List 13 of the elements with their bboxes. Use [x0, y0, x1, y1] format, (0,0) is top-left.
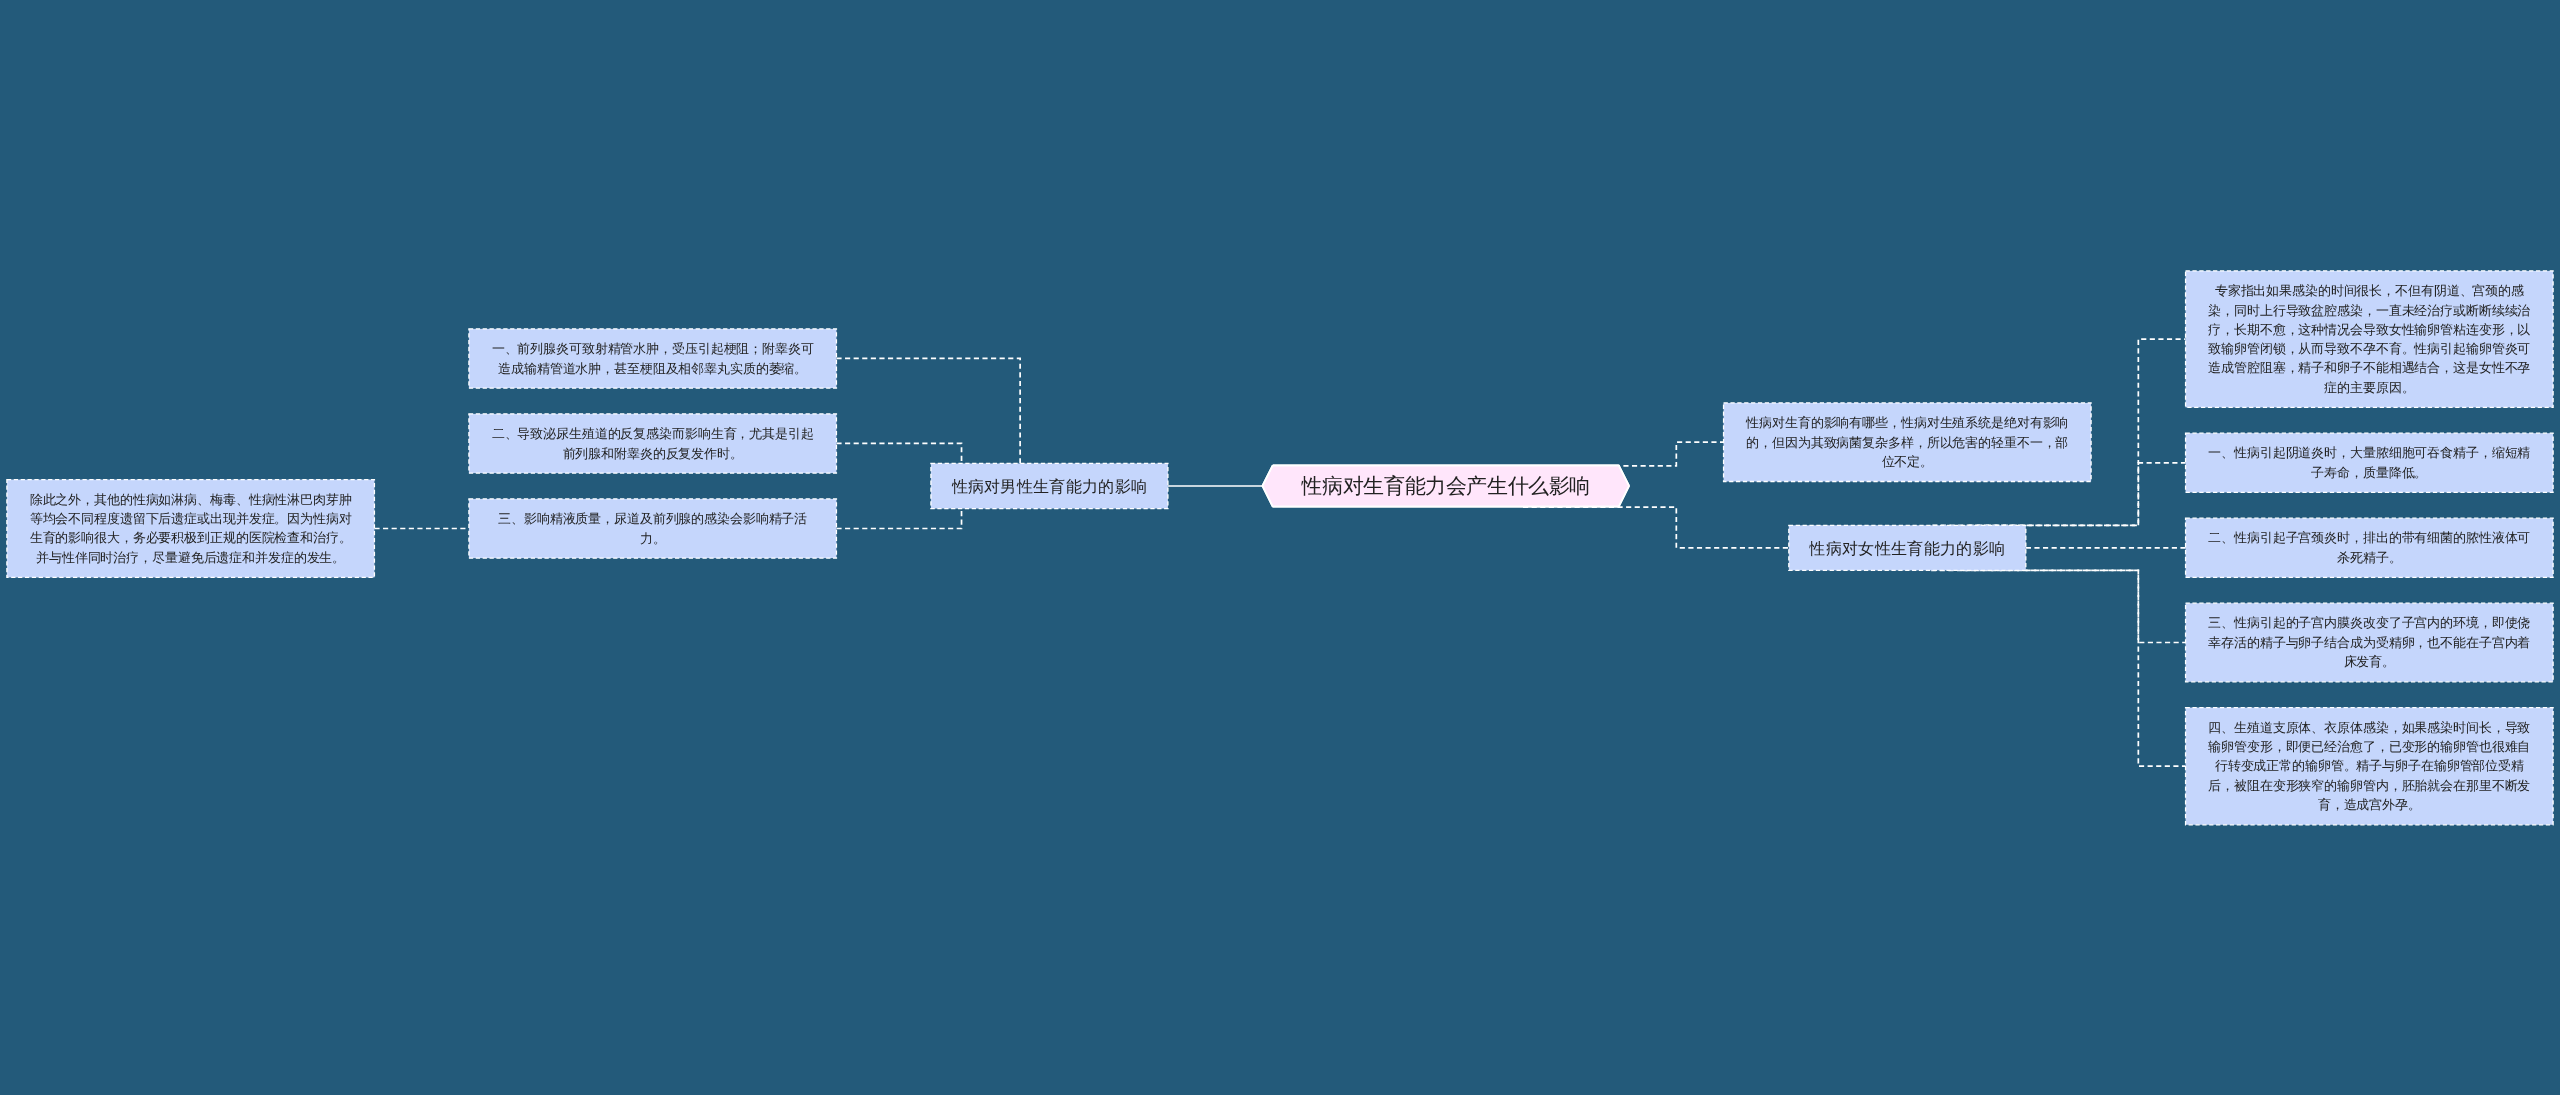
- node-box: 四、生殖道支原体、衣原体感染，如果感染时间长，导致输卵管变形，即便已经治愈了，已变形的输卵管也很难自行转变成正常的输卵管。精子与卵子在输卵管部位受精后，被阻在变形狭窄的输卵管内，胚胎就会在那里不断发育，造成宫外孕。: [2184, 706, 2554, 826]
- node-box: 专家指出如果感染的时间很长，不但有阴道、宫颈的感染，同时上行导致盆腔感染，一直未经治疗或断断续续治疗，长期不愈，这种情况会导致女性输卵管粘连变形，以致输卵管闭锁，从而导致不孕不育。性病引起输卵管炎可造成管腔阻塞，精子和卵子不能相遇结合，这是女性不孕症的主要原因。: [2184, 269, 2554, 408]
- node-box: 性病对女性生育能力的影响: [1788, 524, 2027, 571]
- node-box: 二、性病引起子宫颈炎时，排出的带有细菌的脓性液体可杀死精子。: [2184, 517, 2554, 578]
- connector: [1167, 484, 1264, 487]
- node-box: 三、影响精液质量，尿道及前列腺的感染会影响精子活力。: [468, 497, 838, 559]
- node-box: 性病对男性生育能力的影响: [930, 462, 1169, 509]
- node-box: 除此之外，其他的性病如淋病、梅毒、性病性淋巴肉芽肿等均会不同程度遗留下后遗症或出现并发症。因为性病对生育的影响很大，务必要积极到正规的医院检查和治疗。并与性伴同时治疗，尽量避免后遗症和并发症的发生。: [6, 478, 376, 578]
- node-box: 一、前列腺炎可致射精管水肿，受压引起梗阻；附睾炎可造成输精管道水肿，甚至梗阻及相邻睾丸实质的萎缩。: [468, 327, 838, 389]
- node-box: 性病对生育的影响有哪些，性病对生殖系统是绝对有影响的，但因为其致病菌复杂多样，所以危害的轻重不一，部位不定。: [1722, 401, 2092, 482]
- node-box: 二、导致泌尿生殖道的反复感染而影响生育，尤其是引起前列腺和附睾炎的反复发作时。: [468, 412, 838, 474]
- node-box: 三、性病引起的子宫内膜炎改变了子宫内的环境，即使侥幸存活的精子与卵子结合成为受精卵，也不能在子宫内着床发育。: [2184, 602, 2554, 683]
- node-box: 一、性病引起阴道炎时，大量脓细胞可吞食精子，缩短精子寿命，质量降低。: [2184, 432, 2554, 493]
